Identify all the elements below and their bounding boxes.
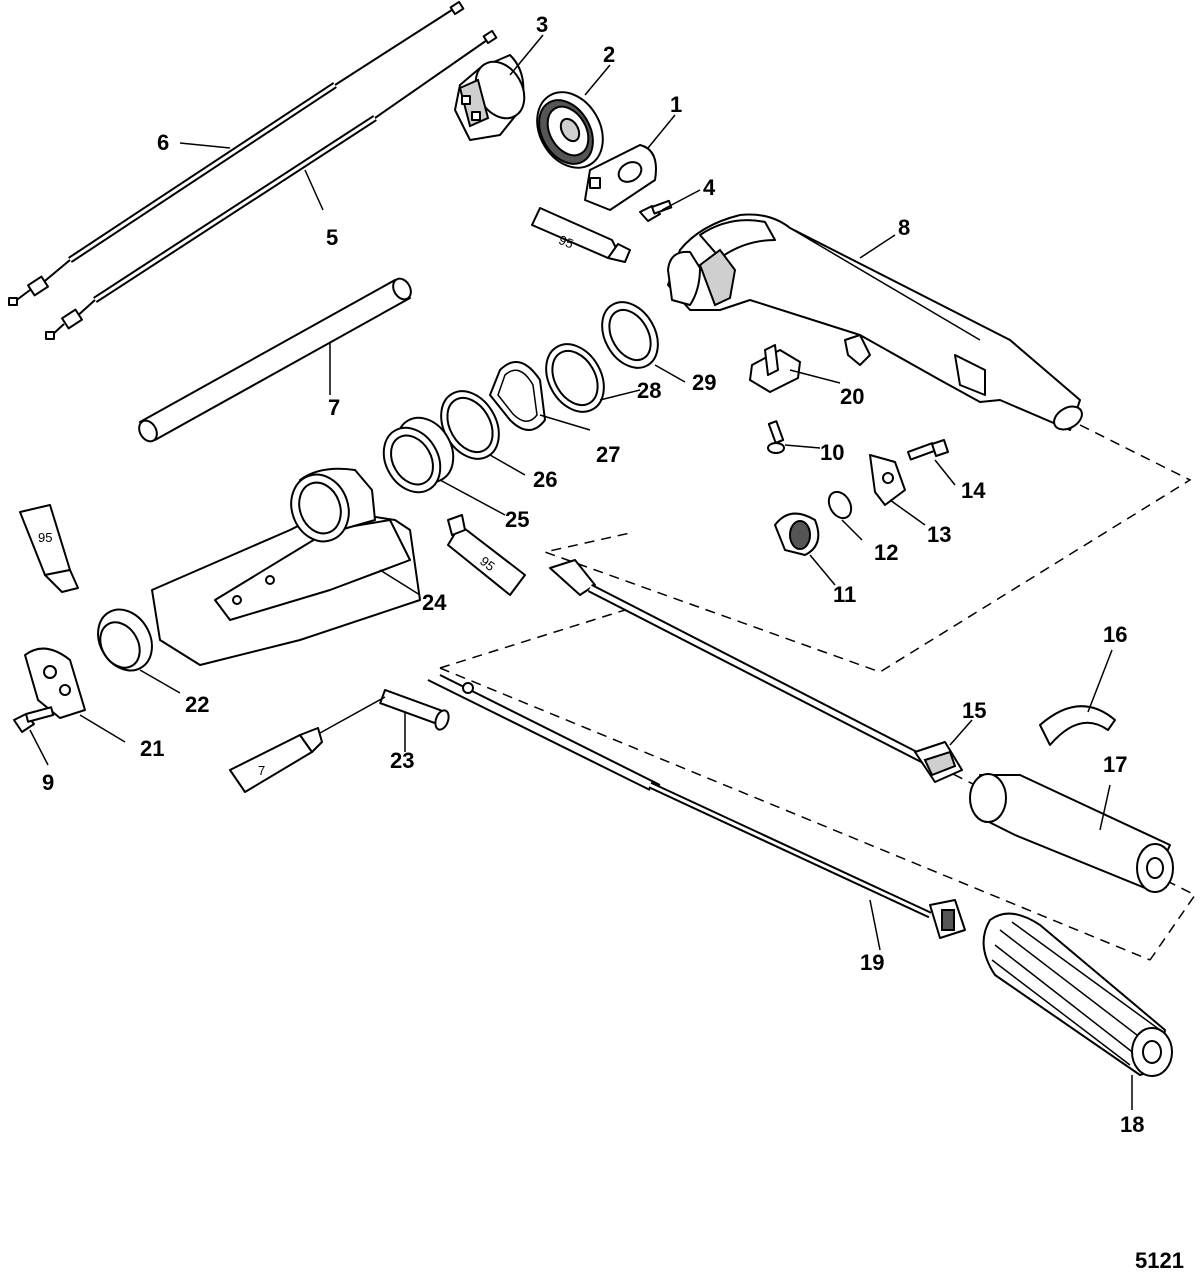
- callout-26: 26: [533, 467, 557, 492]
- callout-23: 23: [390, 748, 414, 773]
- callout-22: 22: [185, 692, 209, 717]
- part-23-pivot-pin: [379, 689, 450, 731]
- part-13-bracket: [869, 454, 906, 506]
- figure-number: 5121: [1135, 1248, 1184, 1273]
- part-27-wave-washer: [489, 361, 546, 431]
- part-25-bushing: [382, 416, 455, 494]
- tube-label-95c: 95: [38, 530, 52, 545]
- part-10-screw: [767, 420, 785, 454]
- callout-29: 29: [692, 370, 716, 395]
- callout-18: 18: [1120, 1112, 1144, 1137]
- lubricant-tube-c: 95: [19, 504, 79, 593]
- callout-10: 10: [820, 440, 844, 465]
- part-8-tiller-handle: [667, 213, 1083, 431]
- part-9-bolt: [13, 706, 55, 733]
- part-11-knob: [774, 512, 820, 556]
- part-17-sleeve: [969, 773, 1174, 893]
- assembly-guide-lines: [439, 424, 1197, 961]
- part-12-o-ring: [827, 490, 853, 520]
- callout-21: 21: [140, 736, 164, 761]
- part-6-throttle-cable: [8, 0, 465, 306]
- callout-7: 7: [328, 395, 340, 420]
- part-19-cable: [427, 674, 966, 939]
- callout-27: 27: [596, 442, 620, 467]
- callout-leaders: [29, 34, 1133, 1110]
- part-4-bolt: [639, 199, 673, 222]
- lubricant-tube-d: 7: [229, 696, 386, 793]
- callout-11: 11: [833, 582, 856, 607]
- part-15-throttle-shaft: [549, 559, 963, 783]
- lubricant-tube-b: 95: [447, 514, 526, 596]
- callout-25: 25: [505, 507, 529, 532]
- callout-28: 28: [637, 378, 661, 403]
- callout-8: 8: [898, 215, 910, 240]
- callout-17: 17: [1103, 752, 1127, 777]
- callout-15: 15: [962, 698, 986, 723]
- callout-20: 20: [840, 384, 864, 409]
- callout-14: 14: [961, 478, 986, 503]
- part-29-seal: [601, 301, 659, 369]
- part-16-half-ring: [1039, 705, 1116, 746]
- callout-9: 9: [42, 770, 54, 795]
- part-5-shift-cable: [45, 29, 498, 340]
- callout-19: 19: [860, 950, 884, 975]
- tube-label-7: 7: [258, 763, 265, 778]
- tube-label-95a: 95: [557, 232, 576, 251]
- callout-4: 4: [703, 175, 716, 200]
- callout-24: 24: [422, 590, 447, 615]
- callout-16: 16: [1103, 622, 1127, 647]
- callout-numbers: 1 2 3 4 5 6 7 8 9 10 11 12 13 14 15 16 1…: [42, 12, 1144, 1137]
- callout-3: 3: [536, 12, 548, 37]
- lubricant-tube-a: 95: [531, 207, 631, 263]
- callout-1: 1: [670, 92, 682, 117]
- part-26-ring: [440, 390, 500, 460]
- part-2-pulley: [536, 91, 604, 169]
- callout-5: 5: [326, 225, 338, 250]
- callout-13: 13: [927, 522, 951, 547]
- part-20-clip: [749, 344, 801, 393]
- part-1-retainer-plate: [584, 144, 657, 211]
- part-7-rod: [138, 277, 412, 443]
- part-22-bushing: [97, 608, 153, 672]
- part-28-ring: [545, 343, 605, 413]
- part-18-grip: [982, 912, 1173, 1077]
- callout-2: 2: [603, 42, 615, 67]
- part-24-base-bracket: [151, 467, 421, 666]
- part-3-cable-bracket: [454, 54, 526, 141]
- callout-12: 12: [874, 540, 898, 565]
- part-14-bolt: [906, 439, 949, 461]
- part-21-plate: [24, 647, 86, 719]
- callout-6: 6: [157, 130, 169, 155]
